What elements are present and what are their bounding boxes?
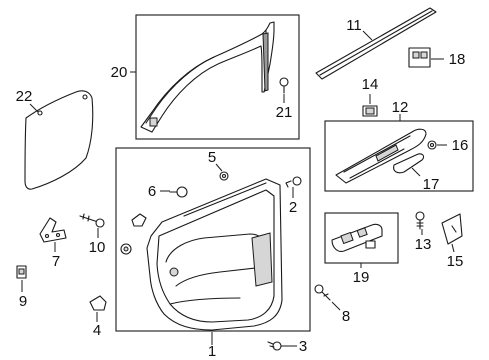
- leader-17: [411, 167, 421, 177]
- clip-5-part: [219, 171, 229, 181]
- callout-8: 8: [342, 308, 350, 325]
- callout-13: 13: [415, 236, 432, 253]
- leader-15: [451, 243, 455, 253]
- group-box-armrest: [324, 120, 474, 192]
- callout-12: 12: [392, 99, 409, 116]
- callout-3: 3: [299, 338, 307, 355]
- leader-22: [29, 103, 39, 113]
- callout-14: 14: [362, 76, 379, 93]
- clip-6-part: [169, 186, 188, 198]
- leader-5: [215, 163, 223, 172]
- clip-9-part: [16, 265, 27, 279]
- callout-20: 20: [111, 64, 128, 81]
- belt-weatherstrip-part: [315, 7, 437, 80]
- clip-16-part: [427, 140, 437, 150]
- callout-2: 2: [289, 199, 297, 216]
- water-shield-part: [24, 90, 94, 190]
- clip-18-part: [408, 47, 431, 68]
- callout-9: 9: [19, 293, 27, 310]
- callout-7: 7: [52, 253, 60, 270]
- screw-8-part: [314, 284, 331, 301]
- retainer-14-part: [362, 105, 378, 117]
- callout-21: 21: [276, 104, 293, 121]
- callout-6: 6: [148, 183, 156, 200]
- callout-1: 1: [208, 343, 216, 360]
- callout-11: 11: [346, 17, 362, 34]
- callout-18: 18: [449, 51, 466, 68]
- door-trim-panel-part: [146, 178, 283, 331]
- switch-19-part: [331, 223, 383, 252]
- clip-4-part: [89, 295, 107, 311]
- leader-11: [362, 30, 373, 41]
- clip-21-part: [279, 77, 289, 94]
- bracket-7-part: [39, 217, 67, 243]
- pull-handle-17-part: [393, 153, 425, 174]
- push-pin-2-part: [285, 176, 302, 188]
- armrest-part: [335, 128, 427, 184]
- nut-panel-lower-part: [120, 243, 132, 255]
- leader-8: [331, 301, 341, 311]
- belt-molding-part: [140, 21, 275, 133]
- callout-4: 4: [93, 322, 101, 339]
- callout-10: 10: [89, 239, 106, 256]
- callout-17: 17: [423, 176, 440, 193]
- callout-16: 16: [452, 137, 469, 154]
- group-box-door-trim-panel: [115, 147, 311, 332]
- callout-19: 19: [353, 269, 370, 286]
- callout-15: 15: [447, 253, 464, 270]
- bolt-10-part: [79, 213, 105, 228]
- callout-22: 22: [16, 88, 33, 105]
- clip-panel-upper-part: [131, 213, 147, 227]
- screw-13-part: [415, 211, 425, 230]
- group-box-belt-molding: [135, 14, 300, 140]
- cover-15-part: [441, 213, 463, 245]
- screw-3-part: [267, 341, 282, 351]
- callout-5: 5: [208, 149, 216, 166]
